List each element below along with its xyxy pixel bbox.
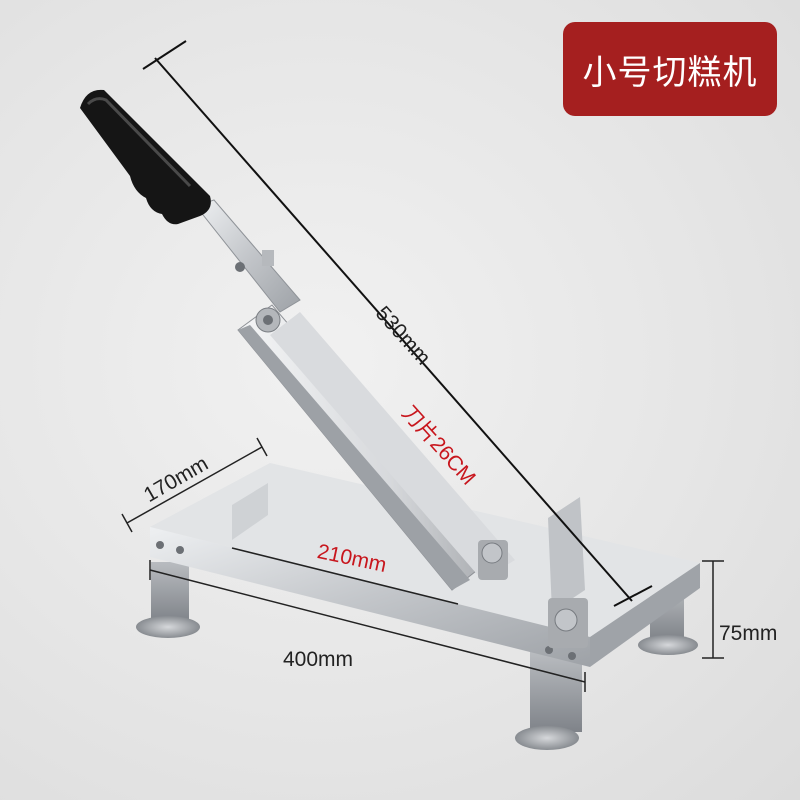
dimension-line-170 xyxy=(121,437,268,533)
base-length-label: 400mm xyxy=(283,648,354,671)
leg-front-right xyxy=(515,652,582,750)
dimension-line-210 xyxy=(231,547,459,605)
dimension-line-400 xyxy=(149,560,586,692)
end-stop-plate xyxy=(548,497,585,612)
lower-pivot-bolt xyxy=(478,540,508,580)
blade-assembly xyxy=(237,304,515,591)
dimension-line-75 xyxy=(702,560,724,659)
top-pivot-bolt xyxy=(255,307,281,333)
product-name-badge: 小号切糕机 xyxy=(563,22,777,116)
dimension-line-530 xyxy=(142,40,653,607)
handle-arm xyxy=(195,199,301,313)
leg-back-left xyxy=(136,562,200,638)
height-label: 75mm xyxy=(719,622,778,645)
black-handle xyxy=(80,89,211,225)
fence-plate xyxy=(232,483,268,540)
end-pivot-bolt xyxy=(548,598,588,648)
